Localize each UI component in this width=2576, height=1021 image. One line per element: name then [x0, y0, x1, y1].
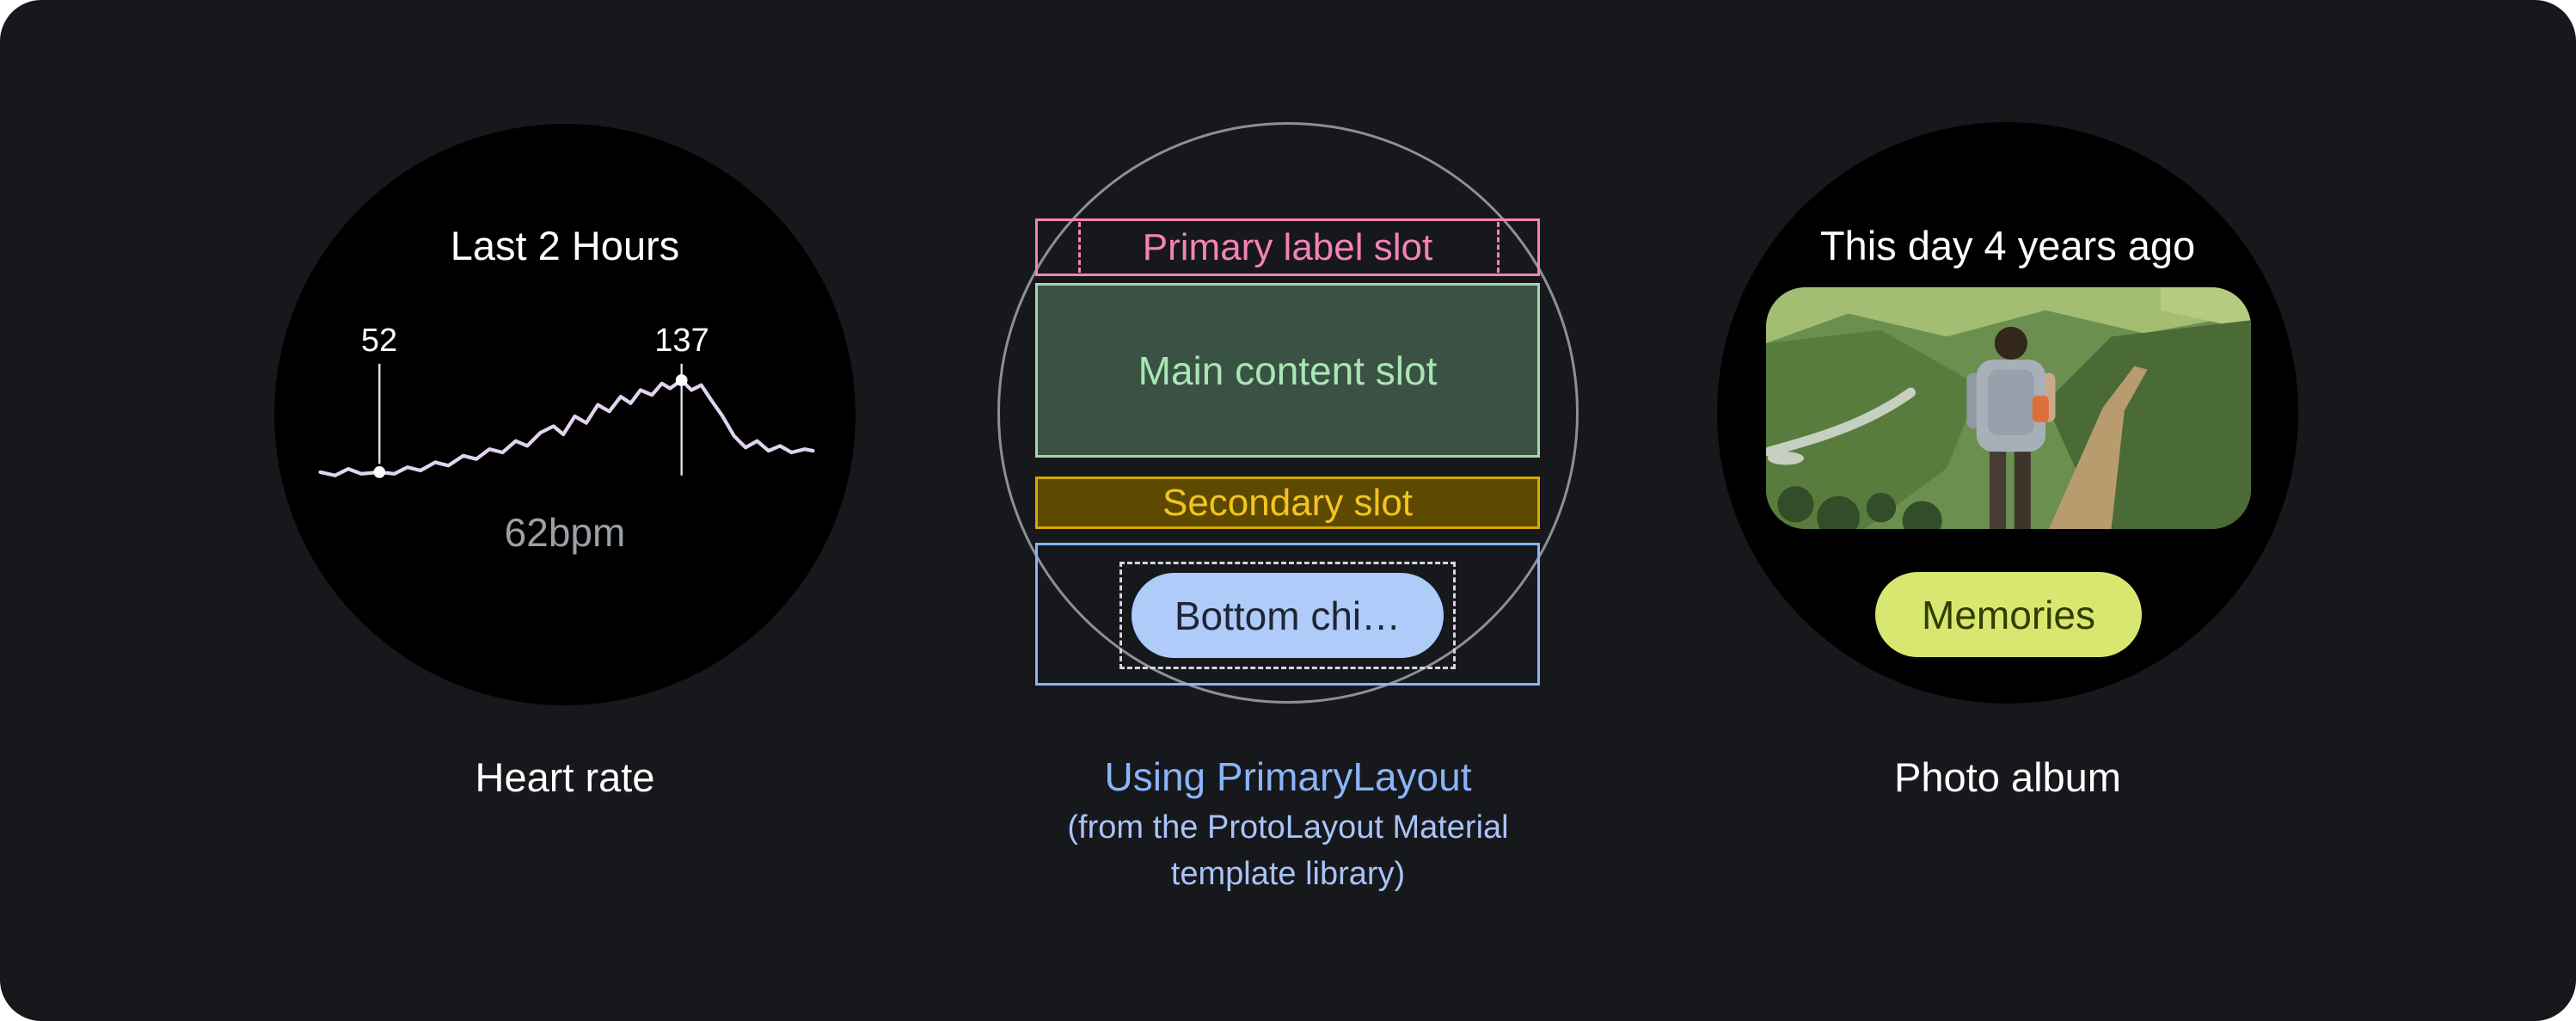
heart-rate-tile [274, 124, 856, 705]
bottom-chip-selection-bounds [1119, 562, 1456, 669]
main-content-slot: Main content slot [1035, 283, 1540, 458]
photo-bush [1866, 492, 1897, 523]
photo-album-caption: Photo album [1894, 754, 2121, 800]
photo-river-pool [1767, 452, 1804, 465]
photo-left-hill [1766, 329, 1980, 529]
heart-rate-low-label: 52 [360, 323, 398, 359]
heart-rate-line [318, 378, 815, 477]
photo-trail [2048, 407, 2125, 529]
heart-rate-title: Last 2 Hours [450, 223, 680, 268]
photo-bush [1817, 495, 1860, 529]
sparkline-marker-dot [373, 466, 386, 478]
bottom-slot-outline [1035, 543, 1540, 686]
primary-slot-dashed-guide-right [1497, 222, 1500, 273]
primary-label-slot: Primary label slot [1035, 218, 1540, 276]
primary-slot-dashed-guide-left [1078, 222, 1081, 273]
heart-rate-sparkline [318, 363, 815, 478]
memories-chip-button[interactable]: Memories [1875, 572, 2142, 657]
photo-bush [1777, 486, 1814, 523]
bottom-chip-button[interactable]: Bottom chi… [1132, 573, 1444, 658]
photo-sunlit-slope [2160, 287, 2251, 330]
photo-bush [1902, 501, 1942, 529]
photo-trail-far [2102, 366, 2148, 411]
photo-album-title: This day 4 years ago [1819, 223, 2196, 268]
photo-river [1766, 387, 1916, 457]
photo-hiker [1966, 326, 2056, 529]
landscape-photo-illustration [1766, 287, 2251, 529]
memories-photo [1766, 287, 2251, 529]
heart-rate-current-bpm: 62bpm [504, 510, 626, 555]
primary-layout-watch-outline [997, 122, 1579, 704]
photo-far-ridge [1766, 287, 2251, 343]
primary-layout-caption-sub1: (from the ProtoLayout Material [1067, 809, 1509, 846]
heart-rate-high-label: 137 [654, 323, 709, 359]
sparkline-marker-dot [675, 374, 688, 386]
secondary-slot: Secondary slot [1035, 477, 1540, 529]
heart-rate-caption: Heart rate [475, 754, 655, 800]
primary-layout-caption-sub2: template library) [1170, 856, 1406, 892]
primary-layout-caption-title: Using PrimaryLayout [1104, 754, 1472, 799]
